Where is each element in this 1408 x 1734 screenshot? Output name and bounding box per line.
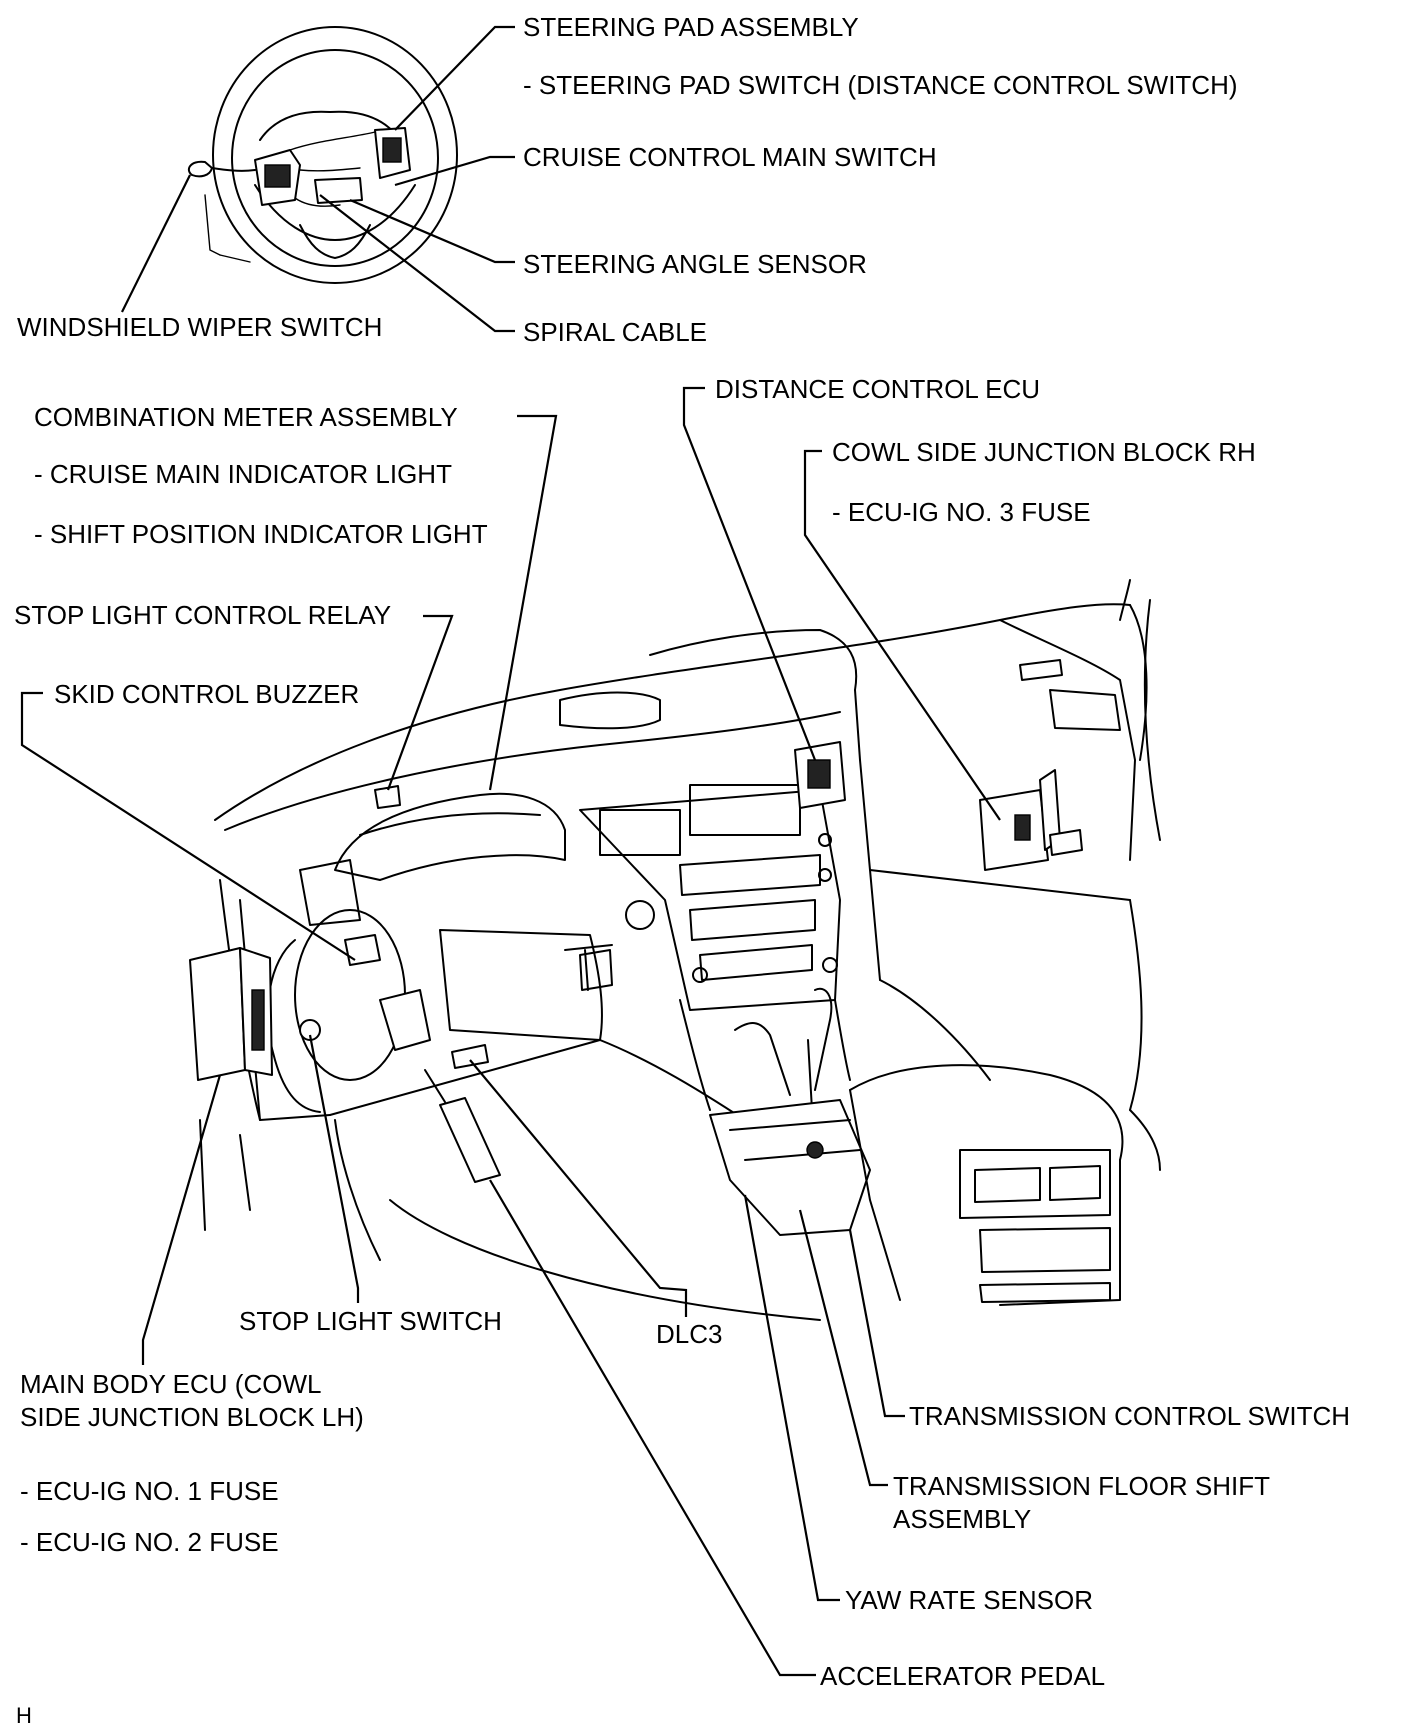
label-transmission-control-switch: TRANSMISSION CONTROL SWITCH: [909, 1401, 1350, 1431]
label-spiral-cable: SPIRAL CABLE: [523, 317, 707, 347]
label-cruise-main-indicator-light: - CRUISE MAIN INDICATOR LIGHT: [34, 459, 452, 489]
label-yaw-rate-sensor: YAW RATE SENSOR: [845, 1585, 1093, 1615]
label-cowl-side-junction-block-rh: COWL SIDE JUNCTION BLOCK RH: [832, 437, 1256, 467]
leader-cruise-control-main-switch: [394, 155, 515, 187]
labels: STEERING PAD ASSEMBLY - STEERING PAD SWI…: [14, 12, 1350, 1728]
steering-wheel-illustration: [187, 26, 458, 284]
label-skid-control-buzzer: SKID CONTROL BUZZER: [54, 679, 359, 709]
leader-distance-control-ecu: [682, 386, 817, 761]
dashboard-illustration: [189, 579, 1161, 1321]
label-windshield-wiper-switch: WINDSHIELD WIPER SWITCH: [17, 312, 382, 342]
leader-spiral-cable: [319, 194, 515, 333]
label-stop-light-control-relay: STOP LIGHT CONTROL RELAY: [14, 600, 391, 630]
leader-main-body-ecu: [141, 1074, 222, 1365]
leader-cowl-side-jb-rh: [803, 449, 1001, 821]
label-distance-control-ecu: DISTANCE CONTROL ECU: [715, 374, 1040, 404]
label-stop-light-switch: STOP LIGHT SWITCH: [239, 1306, 502, 1336]
leader-lines: [20, 25, 1001, 1677]
leader-transmission-floor-shift: [798, 1209, 888, 1487]
label-main-body-ecu-line1: MAIN BODY ECU (COWL: [20, 1369, 321, 1399]
leader-skid-control-buzzer: [20, 691, 356, 961]
label-steering-pad-switch: - STEERING PAD SWITCH (DISTANCE CONTROL …: [523, 70, 1238, 100]
leader-stop-light-control-relay: [386, 614, 454, 791]
leader-steering-pad-assembly: [394, 25, 515, 131]
leader-accelerator-pedal: [489, 1179, 816, 1677]
label-ecu-ig-no1-fuse: - ECU-IG NO. 1 FUSE: [20, 1476, 279, 1506]
leader-stop-light-switch: [308, 1034, 360, 1303]
leader-yaw-rate-sensor: [743, 1194, 840, 1602]
label-shift-position-indicator-light: - SHIFT POSITION INDICATOR LIGHT: [34, 519, 488, 549]
corner-mark: H: [16, 1703, 32, 1728]
label-transmission-floor-shift-line1: TRANSMISSION FLOOR SHIFT: [893, 1471, 1270, 1501]
leader-steering-angle-sensor: [349, 198, 515, 264]
leader-transmission-control-switch: [848, 1229, 905, 1418]
label-steering-angle-sensor: STEERING ANGLE SENSOR: [523, 249, 867, 279]
leader-combination-meter: [488, 414, 558, 791]
label-ecu-ig-no2-fuse: - ECU-IG NO. 2 FUSE: [20, 1527, 279, 1557]
label-ecu-ig-no3-fuse: - ECU-IG NO. 3 FUSE: [832, 497, 1091, 527]
label-cruise-control-main-switch: CRUISE CONTROL MAIN SWITCH: [523, 142, 937, 172]
label-accelerator-pedal: ACCELERATOR PEDAL: [820, 1661, 1105, 1691]
leader-windshield-wiper-switch: [121, 174, 191, 313]
label-main-body-ecu-line2: SIDE JUNCTION BLOCK LH): [20, 1402, 364, 1432]
label-dlc3: DLC3: [656, 1319, 722, 1349]
leader-dlc3: [469, 1059, 688, 1317]
label-steering-pad-assembly: STEERING PAD ASSEMBLY: [523, 12, 859, 42]
label-combination-meter-assembly: COMBINATION METER ASSEMBLY: [34, 402, 458, 432]
label-transmission-floor-shift-line2: ASSEMBLY: [893, 1504, 1031, 1534]
